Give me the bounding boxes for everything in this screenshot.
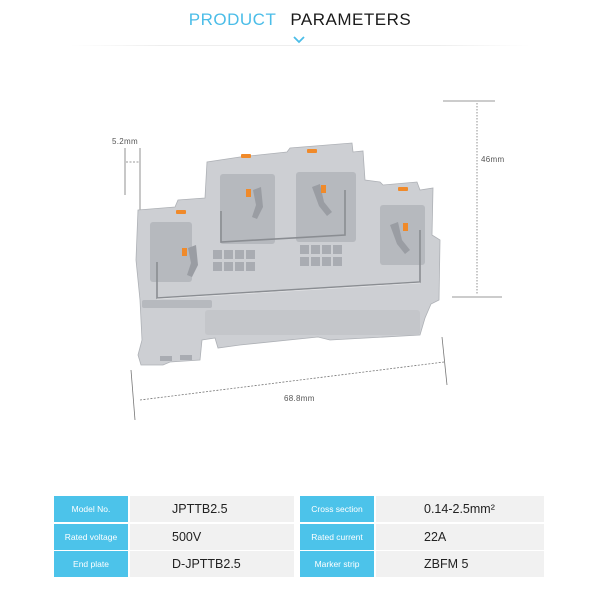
title-parameters: PARAMETERS	[290, 10, 412, 29]
spec-value: D-JPTTB2.5	[130, 551, 294, 577]
spec-value: ZBFM 5	[376, 551, 544, 577]
spec-value: 0.14-2.5mm²	[376, 496, 544, 522]
spec-value: JPTTB2.5	[130, 496, 294, 522]
spec-label: Rated voltage	[54, 523, 128, 550]
width-dimension-label: 68.8mm	[284, 394, 315, 403]
spec-value: 500V	[130, 523, 294, 550]
spec-row: End plate D-JPTTB2.5 Marker strip ZBFM 5	[54, 551, 546, 577]
spec-label: Rated current	[300, 523, 374, 550]
pitch-dimension-label: 5.2mm	[112, 137, 138, 146]
header-divider	[70, 45, 530, 46]
spec-label: Cross section	[300, 496, 374, 522]
spec-label: Marker strip	[300, 551, 374, 577]
height-dimension-label: 46mm	[481, 155, 505, 164]
height-dimension-lines	[443, 100, 502, 298]
spec-label: Model No.	[54, 496, 128, 522]
product-image	[124, 100, 502, 421]
spec-value: 22A	[376, 523, 544, 550]
spec-table: Model No. JPTTB2.5 Cross section 0.14-2.…	[54, 496, 546, 579]
width-dimension-lines	[130, 336, 448, 421]
chevron-down-icon	[293, 36, 305, 44]
title-product: PRODUCT	[188, 10, 277, 29]
spec-row: Rated voltage 500V Rated current 22A	[54, 523, 546, 550]
spec-row: Model No. JPTTB2.5 Cross section 0.14-2.…	[54, 496, 546, 522]
pitch-dimension-lines	[124, 148, 141, 213]
terminal-block	[135, 142, 441, 366]
section-title: PRODUCT PARAMETERS	[0, 10, 600, 30]
spec-label: End plate	[54, 551, 128, 577]
